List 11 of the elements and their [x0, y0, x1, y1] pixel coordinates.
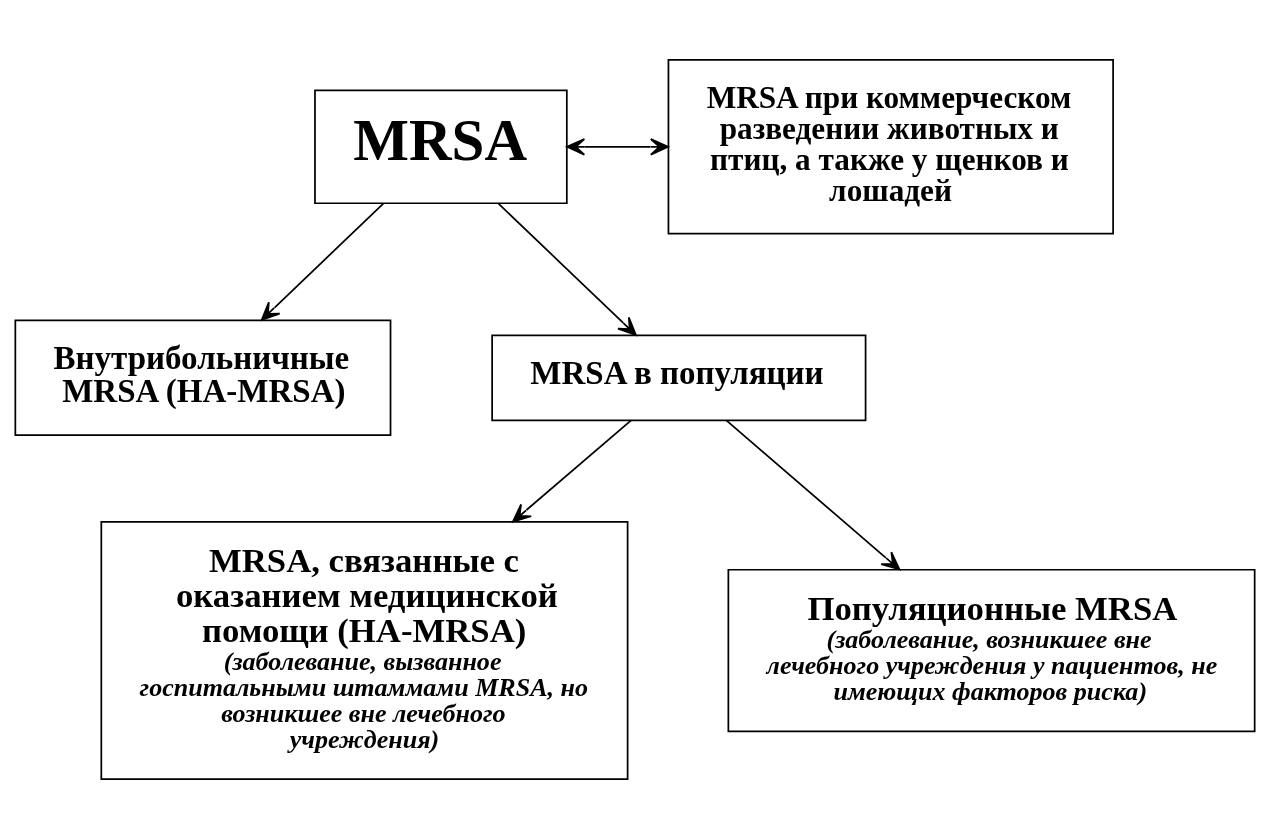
arrow — [725, 419, 901, 571]
node-box: MRSA — [314, 89, 568, 205]
node-box: Популяционные MRSA (заболевание, возникшее вне лечебного учреждения у пациентов, не имеющих факторов риска) — [727, 568, 1256, 733]
arrow — [566, 138, 670, 156]
arrow — [497, 202, 637, 336]
node-box: Внутрибольничные MRSA (HA-MRSA) — [14, 319, 392, 436]
node-box: MRSA при коммерческом разведении животных и птиц, а также у щенков и лошадей — [667, 59, 1114, 235]
arrow — [512, 419, 632, 523]
node-box: MRSA в популяции — [491, 334, 867, 422]
node-box: MRSA, связанные с оказанием медицинской помощи (HA-MRSA) (заболевание, вызванное госпитальными штаммами MRSA, но возникшее вне лечебного учреждения) — [100, 521, 629, 780]
arrow — [260, 202, 385, 321]
